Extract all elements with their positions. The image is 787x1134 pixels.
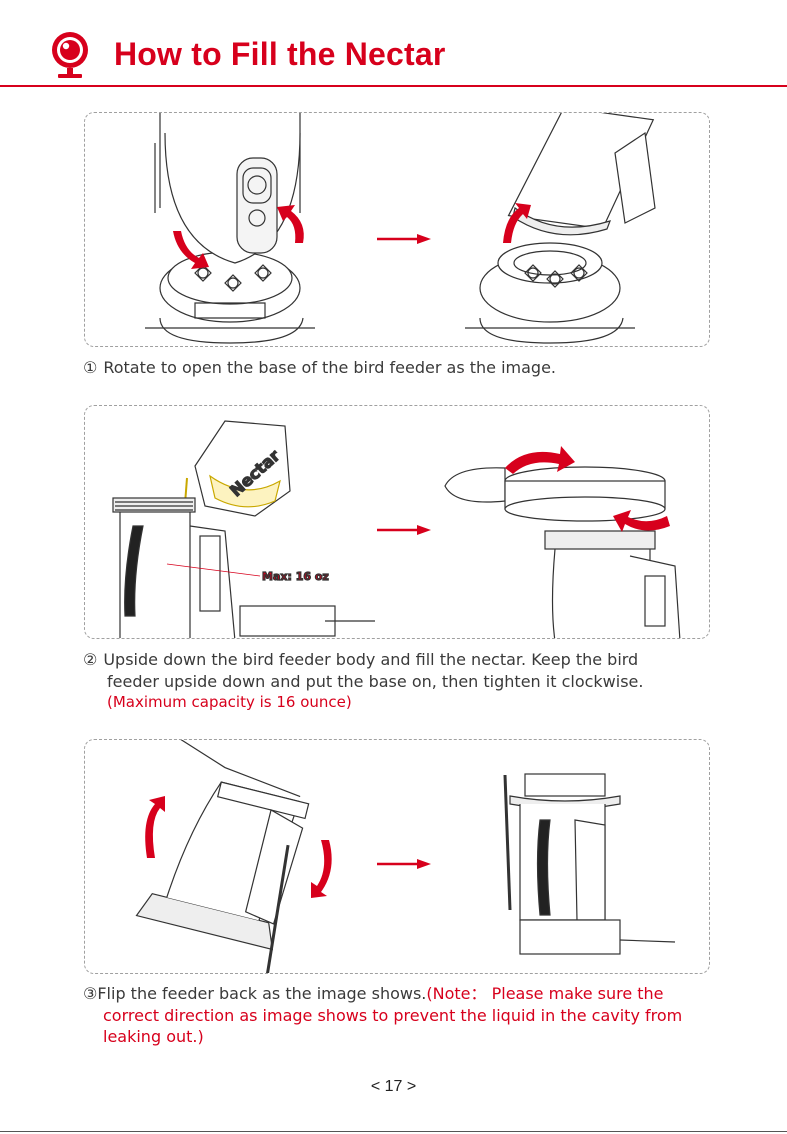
footer-rule bbox=[0, 1131, 787, 1132]
next-step-arrow-icon bbox=[377, 859, 431, 869]
step-1-illustration bbox=[84, 112, 710, 347]
max-capacity-label: Max: 16 oz bbox=[262, 570, 329, 583]
capacity-note: (Maximum capacity is 16 ounce) bbox=[83, 692, 643, 714]
feeder-opened-illustration bbox=[465, 113, 655, 343]
direction-warning-note: (Note： Please make sure the bbox=[426, 984, 663, 1003]
feeder-closed-illustration bbox=[145, 113, 315, 343]
page-title: How to Fill the Nectar bbox=[114, 36, 446, 73]
step-2-illustration: Nectar Max: 16 oz bbox=[84, 405, 710, 639]
camera-bird-logo-icon bbox=[46, 30, 94, 82]
feeder-upright-illustration bbox=[505, 774, 675, 954]
feeder-body-upside-down-illustration: Max: 16 oz bbox=[113, 498, 375, 639]
nectar-bottle-illustration: Nectar bbox=[185, 421, 290, 516]
next-step-arrow-icon bbox=[377, 525, 431, 535]
next-step-arrow-icon bbox=[377, 234, 431, 244]
feeder-with-base-illustration bbox=[445, 467, 680, 639]
step-3-text: ③Flip the feeder back as the image shows… bbox=[83, 983, 733, 1048]
step-3-illustration bbox=[84, 739, 710, 974]
title-underline bbox=[0, 85, 787, 87]
page-number: < 17 > bbox=[0, 1078, 787, 1096]
